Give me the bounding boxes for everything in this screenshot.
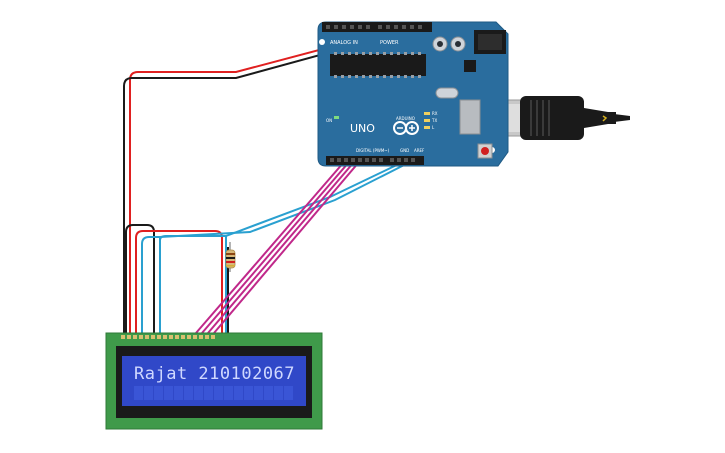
led-label-tx: TX bbox=[431, 118, 437, 123]
power-header-label: POWER bbox=[380, 40, 399, 46]
reset-button[interactable] bbox=[477, 143, 493, 159]
wire-blue-loop-2[interactable] bbox=[159, 235, 227, 333]
on-led bbox=[334, 116, 339, 119]
mounting-hole bbox=[319, 39, 325, 45]
aref-label: AREF bbox=[414, 148, 425, 153]
wire-blue-loop-1[interactable] bbox=[141, 236, 161, 333]
lcd-pin-header[interactable] bbox=[121, 335, 215, 339]
capacitors bbox=[432, 36, 466, 52]
wire-red-power[interactable] bbox=[129, 27, 403, 333]
wires bbox=[123, 27, 411, 334]
brand-label: ARDUINO bbox=[396, 116, 415, 121]
wire-magenta-d6[interactable] bbox=[207, 161, 355, 334]
microcontroller-chip bbox=[330, 54, 426, 76]
analog-header-label: ANALOG IN bbox=[330, 40, 358, 46]
led-label-l: L bbox=[432, 125, 435, 130]
wire-magenta-d5[interactable] bbox=[201, 161, 350, 334]
wire-black-loop[interactable] bbox=[125, 224, 155, 333]
arduino-uno-board[interactable]: ANALOG IN POWER RX TX bbox=[317, 21, 509, 167]
model-label: UNO bbox=[350, 122, 375, 135]
usb-port[interactable] bbox=[459, 99, 481, 135]
header-top[interactable] bbox=[322, 22, 432, 32]
gnd-label: GND bbox=[400, 148, 409, 153]
voltage-regulator bbox=[464, 60, 476, 72]
on-label: ON bbox=[326, 118, 332, 123]
wire-blue-digital-1[interactable] bbox=[225, 161, 404, 237]
lcd-16x2-module[interactable]: Rajat 210102067 bbox=[105, 332, 323, 430]
lcd-char-grid-row2 bbox=[134, 386, 293, 400]
lcd-display-text: Rajat 210102067 bbox=[134, 364, 295, 384]
wire-magenta-d7[interactable] bbox=[213, 161, 360, 334]
crystal bbox=[435, 87, 459, 99]
wire-blue-digital-2[interactable] bbox=[159, 161, 411, 238]
wire-black-gnd[interactable] bbox=[123, 31, 405, 333]
digital-header-label: DIGITAL (PWM~) bbox=[356, 148, 390, 153]
arduino-logo-icon bbox=[393, 121, 419, 135]
status-leds bbox=[424, 112, 430, 129]
wire-magenta-d4[interactable] bbox=[195, 161, 345, 334]
led-label-rx: RX bbox=[432, 111, 438, 116]
resistor[interactable] bbox=[225, 242, 236, 272]
